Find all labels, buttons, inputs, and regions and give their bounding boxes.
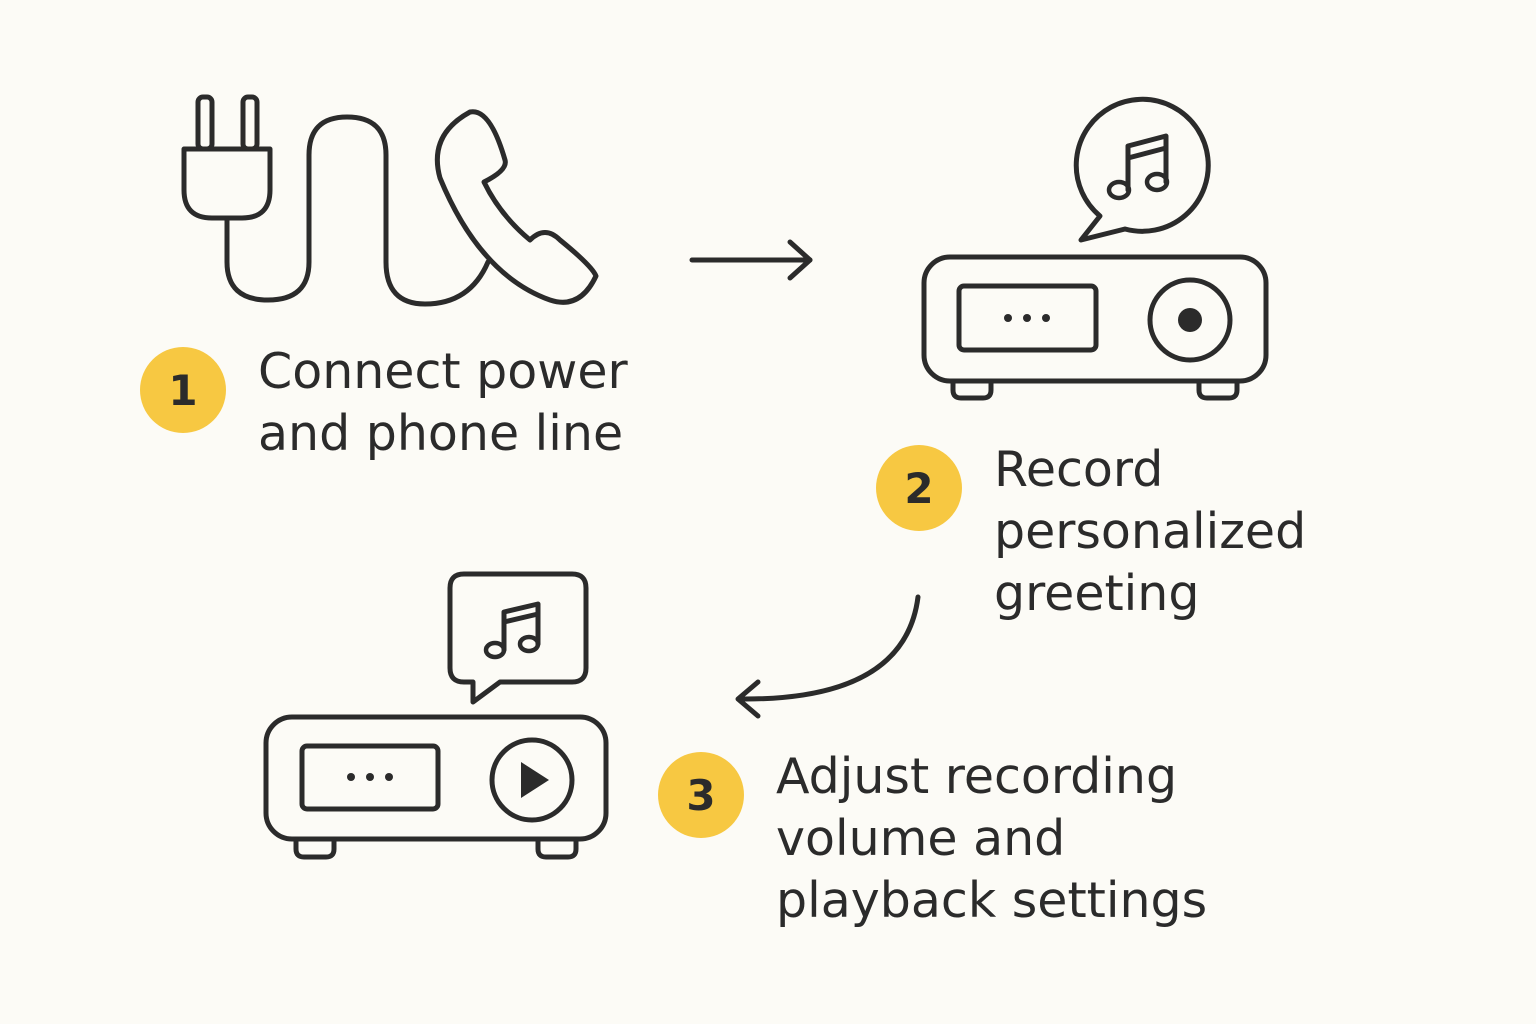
- cord-icon: [224, 114, 491, 307]
- step-label-line: volume and: [776, 810, 1066, 867]
- machine-foot-icon: [535, 836, 579, 860]
- step-label: Adjust recording volume and playback set…: [776, 746, 1207, 932]
- phone-handset-icon: [434, 109, 599, 305]
- display-dots-icon: [1004, 314, 1050, 322]
- speech-bubble-music-icon: [1073, 96, 1211, 243]
- answering-machine-play-icon: [263, 571, 609, 860]
- arrow-curved-icon: [735, 594, 921, 719]
- machine-foot-icon: [1196, 378, 1240, 401]
- step-label-line: Record: [994, 441, 1164, 498]
- speech-bubble-music-icon: [447, 571, 589, 705]
- play-button-icon: [489, 737, 575, 823]
- music-note-icon: [1106, 133, 1170, 201]
- step-number-badge: 1: [140, 347, 226, 433]
- plug-cord-phone-icon: [181, 94, 599, 307]
- display-dots-icon: [347, 773, 393, 781]
- step-2: 2 Record personalized greeting: [876, 441, 1306, 625]
- step-label-line: playback settings: [776, 872, 1208, 929]
- step-label: Connect power and phone line: [258, 341, 628, 465]
- music-note-icon: [483, 601, 541, 660]
- step-number-badge: 2: [876, 445, 962, 531]
- step-label-line: Adjust recording: [776, 748, 1178, 805]
- step-label-line: personalized: [994, 503, 1307, 560]
- machine-foot-icon: [293, 836, 337, 860]
- step-1: 1 Connect power and phone line: [140, 343, 628, 465]
- step-label-line: greeting: [994, 565, 1200, 622]
- step-label-line: and phone line: [258, 405, 624, 462]
- plug-icon: [181, 94, 273, 243]
- step-number-badge: 3: [658, 752, 744, 838]
- step-label-line: Connect power: [258, 343, 628, 400]
- record-button-icon: [1147, 277, 1233, 363]
- step-3: 3 Adjust recording volume and playback s…: [658, 748, 1207, 932]
- step-label: Record personalized greeting: [994, 439, 1306, 625]
- answering-machine-record-icon: [921, 96, 1269, 401]
- arrow-right-icon: [689, 239, 813, 281]
- machine-foot-icon: [950, 378, 994, 401]
